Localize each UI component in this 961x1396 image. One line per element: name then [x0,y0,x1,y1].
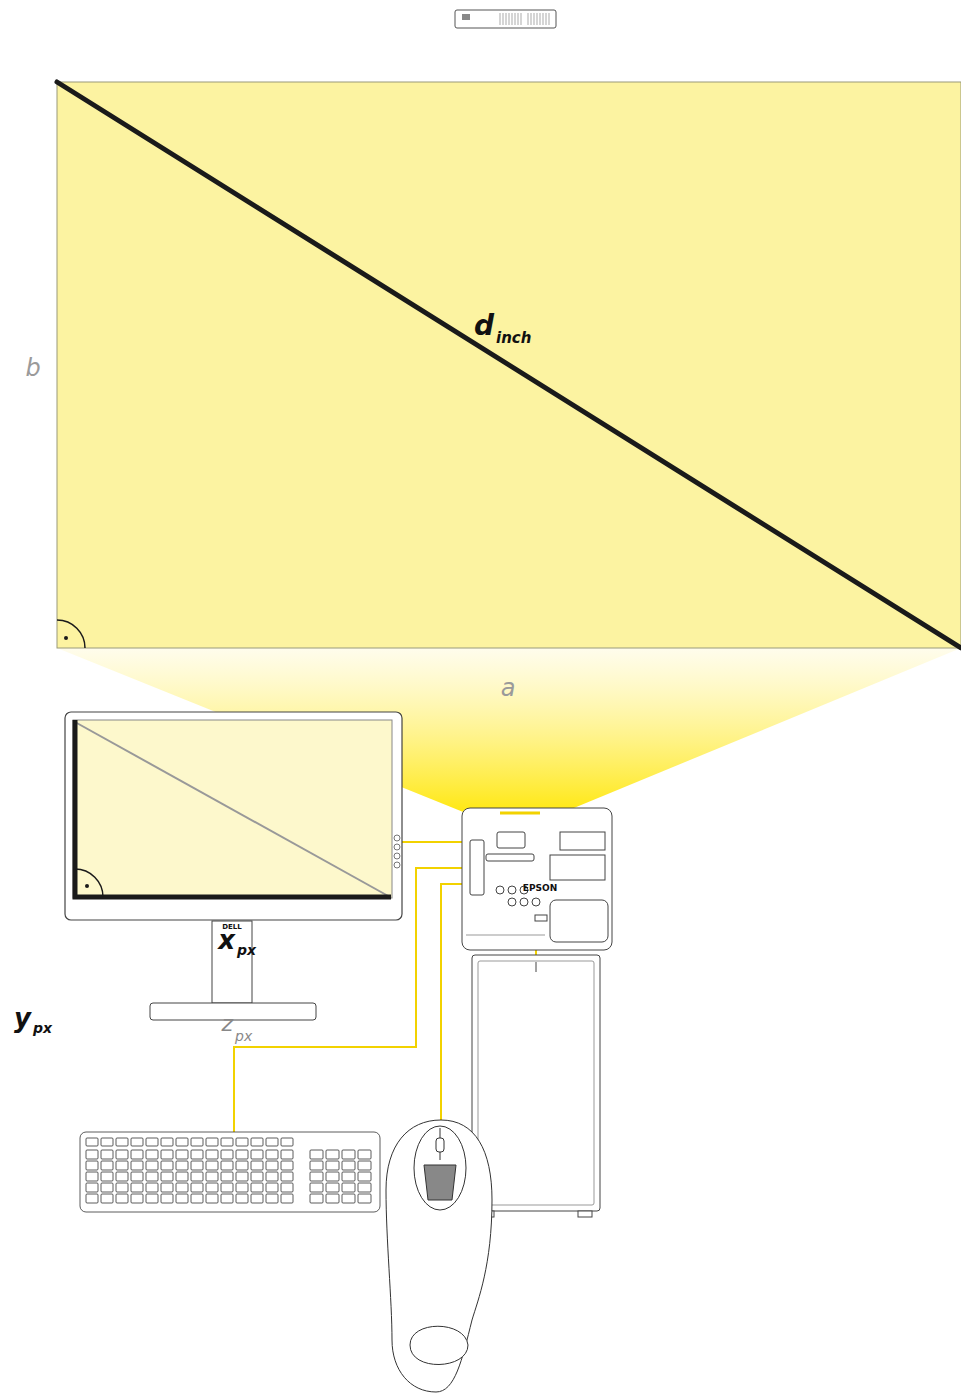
dimension-label: x [218,927,235,953]
projection-screen [57,82,961,648]
dimension-label: z [221,1013,233,1035]
dimension-label: y [14,1005,31,1031]
brand-logo: EPSON [523,884,557,893]
right-angle-mark [57,620,85,648]
diagonal-line [57,82,961,648]
receiver-device [455,10,556,28]
dimension-label: a [501,676,516,700]
subscript: inch [496,331,531,346]
subscript: px [237,943,256,957]
keyboard [80,1132,380,1212]
dimension-label: d [474,312,494,340]
subscript: px [33,1021,52,1035]
subscript: px [235,1029,252,1043]
mouse [386,1120,492,1392]
brand-logo: DELL [222,924,242,931]
projector [462,808,612,950]
dimension-label: b [25,356,40,380]
monitor [65,712,402,1020]
right-angle-dot [64,636,68,640]
